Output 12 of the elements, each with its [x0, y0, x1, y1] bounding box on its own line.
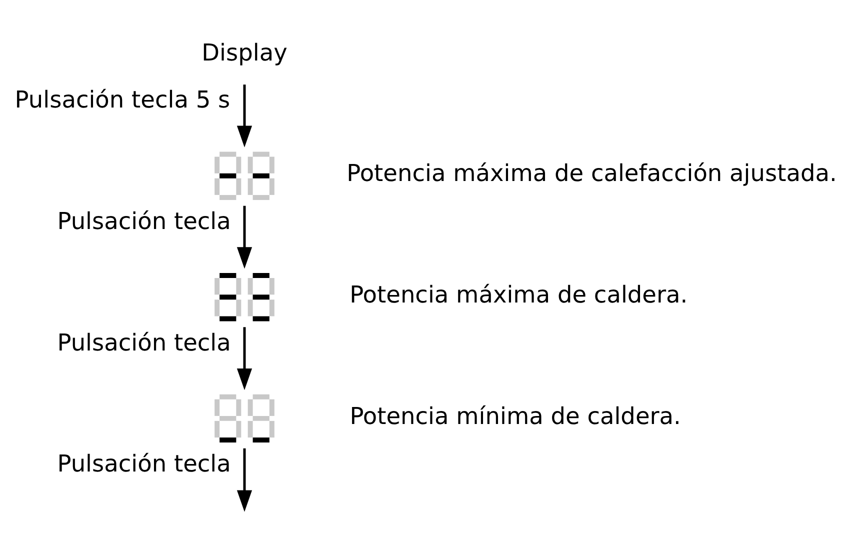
arrow: [236, 84, 252, 148]
arrow: [236, 448, 252, 512]
edge-label: Pulsación tecla: [57, 208, 231, 236]
node-text: Display: [202, 40, 288, 67]
node-label: Potencia máxima de calefacción ajustada.: [346, 160, 837, 188]
edge-label: Pulsación tecla: [57, 450, 231, 478]
arrow: [236, 206, 252, 269]
node-label: Potencia máxima de caldera.: [350, 281, 688, 308]
arrow: [236, 327, 252, 390]
edge-label: Pulsación tecla: [57, 329, 231, 356]
edge-label: Pulsación tecla 5 s: [14, 86, 230, 114]
node-label: Potencia mínima de caldera.: [350, 402, 681, 430]
